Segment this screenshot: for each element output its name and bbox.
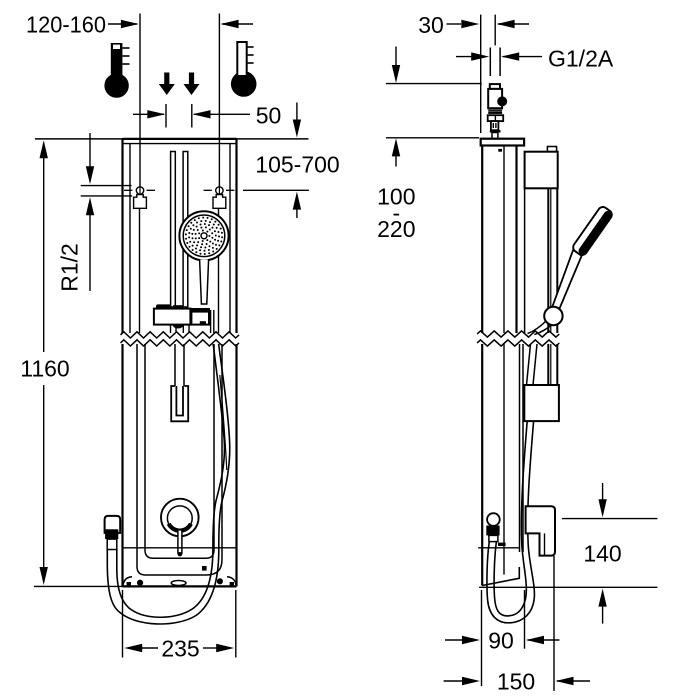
- svg-text:150: 150: [497, 669, 535, 695]
- svg-text:1160: 1160: [20, 356, 69, 382]
- svg-text:G1/2A: G1/2A: [548, 46, 614, 72]
- svg-text:105-700: 105-700: [255, 152, 339, 178]
- svg-text:120-160: 120-160: [26, 12, 106, 38]
- svg-text:90: 90: [488, 628, 514, 654]
- svg-text:235: 235: [161, 636, 199, 662]
- svg-text:100: 100: [377, 184, 415, 210]
- svg-text:140: 140: [583, 541, 621, 567]
- svg-text:220: 220: [377, 216, 415, 242]
- svg-text:30: 30: [418, 12, 444, 38]
- svg-text:50: 50: [256, 103, 282, 129]
- svg-text:R1/2: R1/2: [57, 243, 83, 292]
- svg-text:-: -: [392, 200, 400, 226]
